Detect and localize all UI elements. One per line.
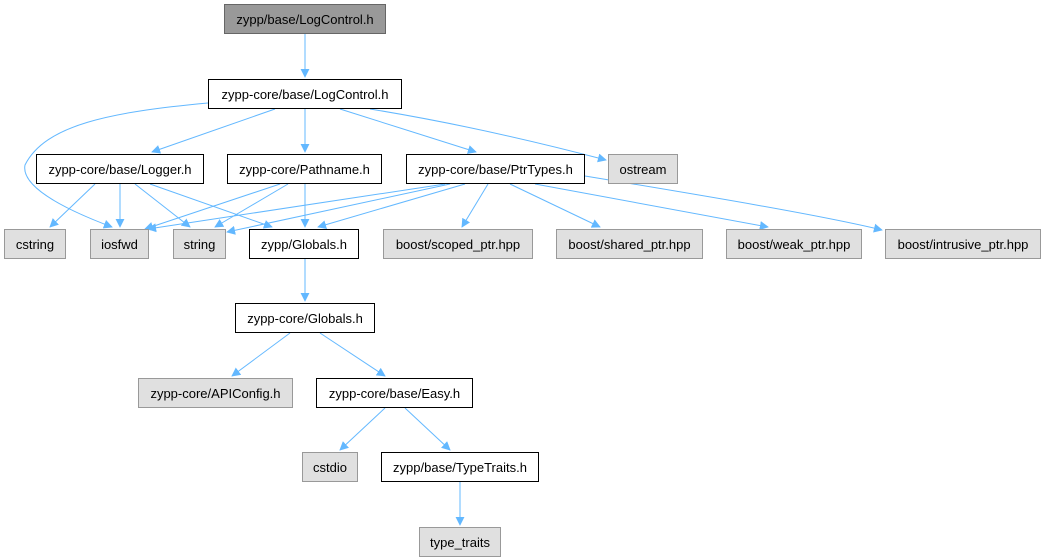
edge-core-logcontrol-to-iosfwd	[24, 102, 209, 229]
node-boost-weak-ptr[interactable]: boost/weak_ptr.hpp	[726, 229, 862, 259]
edge-ptrtypes-to-iosfwd	[147, 183, 446, 233]
node-core-apiconfig-h[interactable]: zypp-core/APIConfig.h	[138, 378, 293, 408]
edge-ptrtypes-to-string	[226, 183, 451, 235]
node-iosfwd[interactable]: iosfwd	[90, 229, 149, 259]
edge-pathname-to-iosfwd	[144, 183, 281, 231]
node-ostream[interactable]: ostream	[608, 154, 678, 184]
node-cstring[interactable]: cstring	[4, 229, 66, 259]
edge-easy-to-cstdio	[339, 407, 386, 451]
node-boost-intrusive-ptr[interactable]: boost/intrusive_ptr.hpp	[885, 229, 1041, 259]
edge-ptrtypes-to-boost-intrusive	[584, 175, 883, 233]
edge-core-logcontrol-to-ptrtypes	[339, 108, 477, 154]
edge-ptrtypes-to-zypp-globals	[317, 183, 466, 230]
node-core-pathname-h[interactable]: zypp-core/Pathname.h	[227, 154, 382, 184]
edge-core-logcontrol-to-logger	[151, 108, 276, 154]
edge-ptrtypes-to-boost-shared	[509, 183, 601, 228]
edge-logger-to-zypp-globals	[149, 183, 273, 229]
node-logcontrol-h[interactable]: zypp/base/LogControl.h	[224, 4, 386, 34]
edge-core-globals-to-easy	[319, 332, 386, 377]
dependency-edges	[24, 34, 883, 526]
edge-ptrtypes-to-boost-scoped	[461, 183, 489, 228]
node-boost-shared-ptr[interactable]: boost/shared_ptr.hpp	[556, 229, 703, 259]
edge-easy-to-typetraits	[404, 407, 451, 451]
node-core-logger-h[interactable]: zypp-core/base/Logger.h	[36, 154, 204, 184]
edge-logger-to-cstring	[49, 183, 96, 228]
node-core-easy-h[interactable]: zypp-core/base/Easy.h	[316, 378, 473, 408]
edge-pathname-to-string	[214, 183, 289, 228]
edge-core-globals-to-apiconfig	[231, 332, 291, 377]
edge-logger-to-string	[134, 183, 191, 228]
node-core-ptrtypes-h[interactable]: zypp-core/base/PtrTypes.h	[406, 154, 585, 184]
node-core-logcontrol-h[interactable]: zypp-core/base/LogControl.h	[208, 79, 402, 109]
node-cstdio[interactable]: cstdio	[302, 452, 358, 482]
node-typetraits-h[interactable]: zypp/base/TypeTraits.h	[381, 452, 539, 482]
node-type-traits[interactable]: type_traits	[419, 527, 501, 557]
node-boost-scoped-ptr[interactable]: boost/scoped_ptr.hpp	[383, 229, 533, 259]
edge-core-logcontrol-to-ostream	[369, 108, 607, 163]
node-zypp-globals-h[interactable]: zypp/Globals.h	[249, 229, 359, 259]
node-string[interactable]: string	[173, 229, 226, 259]
edge-ptrtypes-to-boost-weak	[534, 183, 769, 231]
node-core-globals-h[interactable]: zypp-core/Globals.h	[235, 303, 375, 333]
